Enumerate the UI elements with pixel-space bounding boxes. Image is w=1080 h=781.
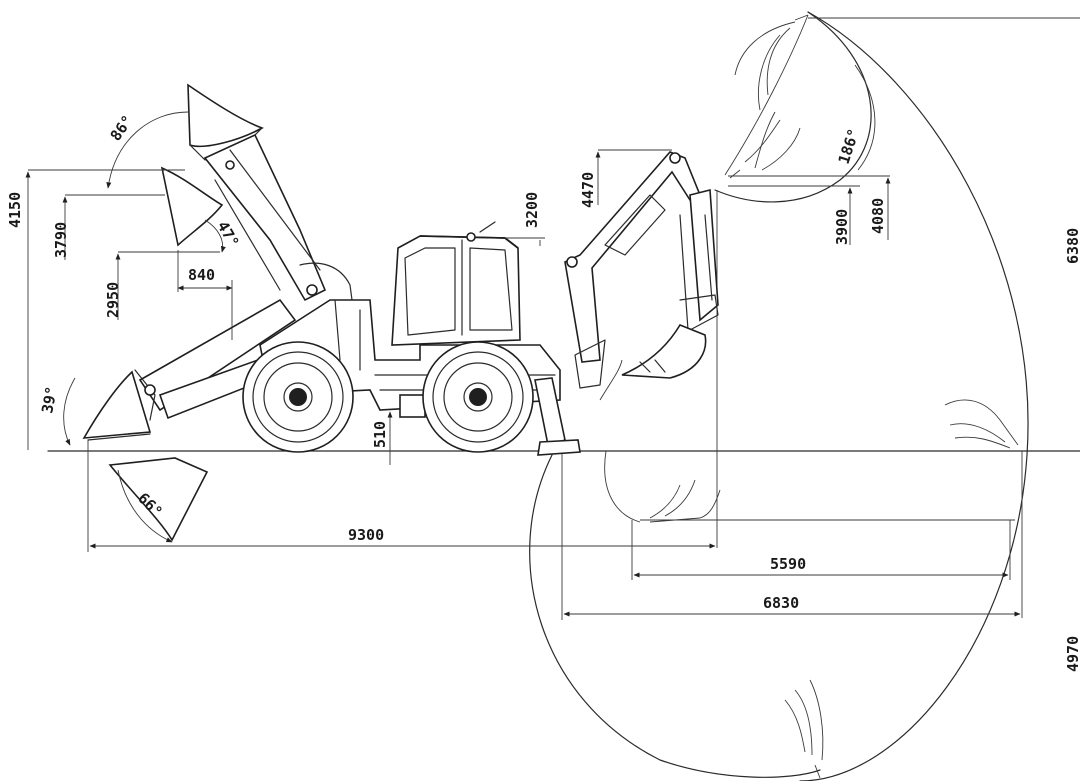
angle-arc-66 [117,469,173,543]
dim-label-4080: 4080 [869,198,887,234]
angle-arc-86 [106,111,189,189]
backhoe-outer-reach-arc [799,11,1029,781]
ghost-bucket-dump [729,111,801,179]
loader-arm-raised [203,133,353,302]
front-wheel [242,341,354,453]
angle-label-47: 47° [214,218,243,250]
backhoe-depth-arc [529,454,821,778]
ghost-bucket-right [944,399,1019,449]
angle-arc-39 [63,377,76,446]
loader-bucket-below [108,457,209,542]
loader-bucket-dump [160,166,224,247]
dim-label-3790: 3790 [52,222,70,258]
cab [391,221,521,346]
dim-label-9300: 9300 [348,526,384,544]
bucket-rotation-arc [714,11,872,203]
ghost-bucket-top [734,14,809,111]
dim-label-840: 840 [188,266,215,284]
backhoe-bucket [621,324,707,379]
dim-label-5590: 5590 [770,555,806,573]
angle-label-39: 39° [38,385,60,415]
angle-arc-47 [204,219,226,253]
dim-label-4470: 4470 [579,172,597,208]
rear-wheel [422,341,534,453]
dim-label-2950: 2950 [104,282,122,318]
stabilizer-leg [534,377,581,456]
angle-arc-186 [854,64,876,171]
loader-bucket-ground [82,370,152,441]
dim-label-3900: 3900 [833,209,851,245]
lower-reach-arc [599,359,623,401]
dim-label-4150: 4150 [6,192,24,228]
inner-reach-arc [604,450,641,523]
angle-label-86: 86° [107,112,137,145]
dim-label-6380: 6380 [1064,228,1080,264]
backhoe-dipper-arm [679,188,719,331]
ghost-bucket-bottom [784,679,824,779]
ghost-bucket-depth [649,479,721,523]
dim-label-3200: 3200 [523,192,541,228]
bucket-curl-arc [724,14,809,176]
dim-label-6830: 6830 [763,594,799,612]
dim-label-510: 510 [371,421,389,448]
dim-label-4970: 4970 [1064,636,1080,672]
